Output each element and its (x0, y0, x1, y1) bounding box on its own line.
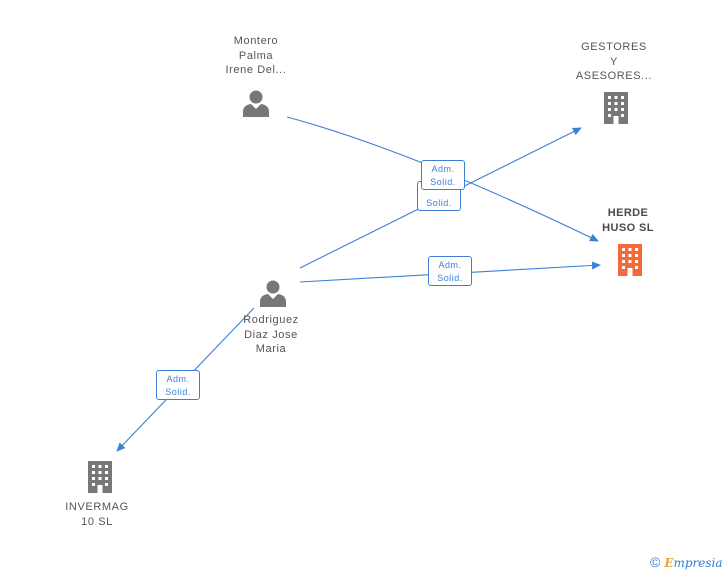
badge-line: Adm. (166, 374, 190, 384)
node-label-line: HERDE (607, 207, 649, 219)
node-label-line: Montero (233, 35, 279, 47)
node-label-rodriguez[interactable]: Rodriguez Diaz Jose Maria (221, 313, 321, 357)
role-badge[interactable]: Adm. Solid. (156, 370, 200, 400)
badge-line: Solid. (165, 387, 191, 397)
brand-footer[interactable]: ©Empresia (650, 554, 723, 570)
node-label-line: Palma (238, 49, 274, 62)
brand-logo: Empresia (664, 556, 723, 570)
role-badge[interactable]: Adm. Solid. (428, 256, 472, 286)
badge-line: Solid. (430, 177, 456, 187)
person-icon[interactable] (258, 278, 288, 308)
node-label-line: Y (610, 55, 618, 68)
building-icon[interactable] (600, 90, 632, 126)
node-label-line: Maria (255, 343, 287, 355)
node-label-line: INVERMAG (65, 501, 129, 513)
node-label-invermag[interactable]: INVERMAG 10 SL (47, 500, 147, 529)
node-label-line: GESTORES (581, 41, 647, 53)
node-label-montero[interactable]: Montero Palma Irene Del... (206, 34, 306, 78)
person-icon[interactable] (241, 88, 271, 118)
copyright-icon: © (650, 554, 661, 570)
node-label-line: 10 SL (81, 515, 113, 528)
node-label-line: ASESORES... (575, 70, 653, 82)
badge-line: Solid. (426, 198, 452, 208)
node-label-herde[interactable]: HERDE HUSO SL (578, 206, 678, 235)
badge-line: Adm. (438, 260, 462, 270)
building-icon[interactable] (84, 459, 116, 495)
badge-line: Solid. (437, 273, 463, 283)
node-label-gestores[interactable]: GESTORES Y ASESORES... (564, 40, 664, 84)
node-label-line: HUSO SL (602, 221, 654, 234)
node-label-line: Irene Del... (225, 64, 287, 76)
main-company-building-icon[interactable] (614, 242, 646, 278)
role-badge[interactable]: Adm. Solid. (421, 160, 465, 190)
node-label-line: Rodriguez (243, 314, 299, 326)
badge-line: Adm. (431, 164, 455, 174)
node-label-line: Diaz Jose (244, 328, 298, 341)
